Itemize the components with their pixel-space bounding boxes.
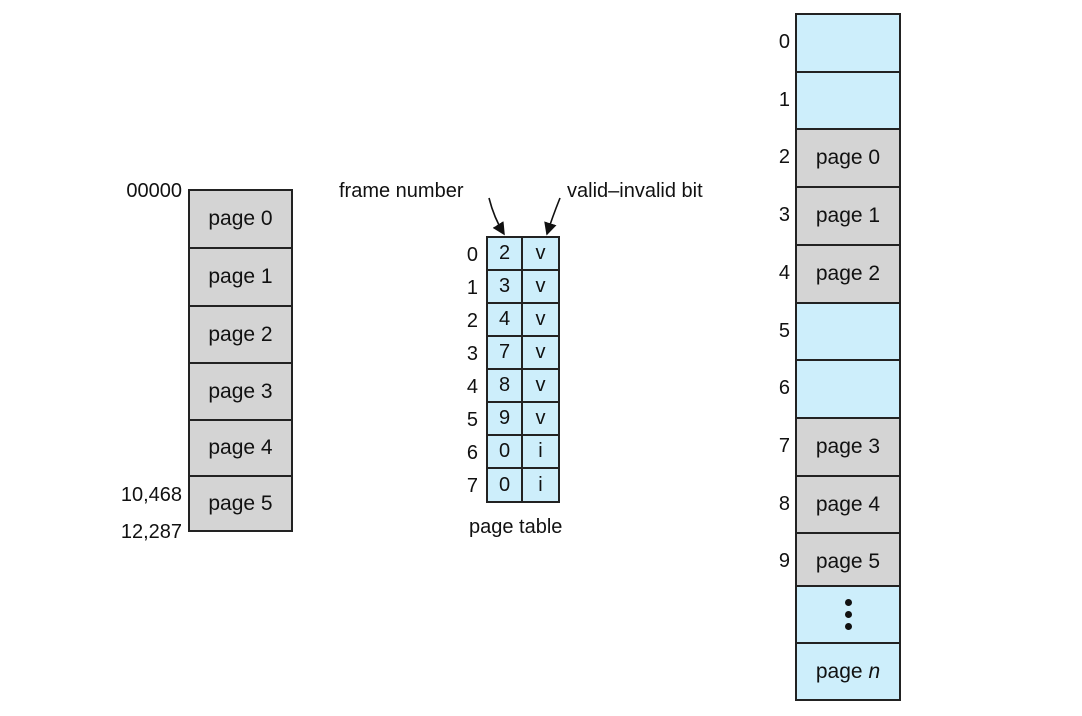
page-table-index: 6: [466, 442, 478, 464]
address-page5-label: 10,468: [120, 484, 182, 506]
page-table-bit: v: [521, 368, 560, 403]
logical-page-3: page 3: [188, 362, 293, 421]
physical-frame-8: page 4: [795, 475, 901, 535]
last-frame-label: page n: [815, 659, 881, 683]
page-table-index: 5: [466, 409, 478, 431]
page-table-frame: 7: [486, 335, 523, 370]
page-table-index: 3: [466, 343, 478, 365]
page-table-bit: i: [521, 434, 560, 469]
physical-frame-index: 9: [778, 550, 790, 572]
logical-page-4: page 4: [188, 419, 293, 477]
physical-frame-index: 1: [778, 89, 790, 111]
ellipsis-icon: [844, 599, 852, 630]
physical-frame-index: 4: [778, 262, 790, 284]
physical-frame-index: 8: [778, 493, 790, 515]
page-table-frame: 4: [486, 302, 523, 337]
physical-frame-9: page 5: [795, 532, 901, 592]
page-table-bit: v: [521, 302, 560, 337]
physical-frame-index: 7: [778, 435, 790, 457]
page-table-frame: 8: [486, 368, 523, 403]
page-table-bit: v: [521, 236, 560, 271]
physical-frame-1: [795, 71, 901, 131]
physical-frame-3: page 1: [795, 186, 901, 246]
page-table-bit: v: [521, 401, 560, 436]
physical-frame-last: page n: [795, 642, 901, 701]
address-end-label: 12,287: [120, 521, 182, 543]
page-table-index: 4: [466, 376, 478, 398]
physical-frame-label: page 4: [815, 493, 881, 516]
physical-frame-0: [795, 13, 901, 73]
page-table-index: 2: [466, 310, 478, 332]
physical-frame-index: 0: [778, 31, 790, 53]
physical-frame-index: 5: [778, 320, 790, 342]
logical-page-5: page 5: [188, 475, 293, 532]
frame-number-label: frame number: [339, 180, 464, 202]
page-table-index: 1: [466, 277, 478, 299]
physical-frame-index: 3: [778, 204, 790, 226]
address-start-label: 00000: [126, 180, 182, 202]
physical-frame-label: page 0: [815, 146, 881, 169]
page-table-index: 0: [466, 244, 478, 266]
valid-bit-arrow: [544, 197, 561, 236]
physical-frame-label: page 2: [815, 262, 881, 285]
physical-frame-label: page 5: [815, 550, 881, 573]
logical-page-1: page 1: [188, 247, 293, 307]
physical-frame-label: page 3: [815, 435, 881, 458]
page-table-caption: page table: [469, 516, 563, 538]
page-table-frame: 9: [486, 401, 523, 436]
physical-frame-4: page 2: [795, 244, 901, 304]
physical-frame-2: page 0: [795, 128, 901, 188]
physical-frame-5: [795, 302, 901, 362]
page-table-bit: i: [521, 467, 560, 503]
physical-frame-index: 6: [778, 377, 790, 399]
page-table-frame: 2: [486, 236, 523, 271]
page-table-frame: 0: [486, 467, 523, 503]
physical-frame-6: [795, 359, 901, 419]
page-table-bit: v: [521, 269, 560, 304]
page-table-index: 7: [466, 475, 478, 497]
frame-number-arrow: [488, 197, 505, 236]
valid-invalid-label: valid–invalid bit: [567, 180, 703, 202]
page-table-bit: v: [521, 335, 560, 370]
page-table-frame: 3: [486, 269, 523, 304]
page-table-frame: 0: [486, 434, 523, 469]
physical-frame-index: 2: [778, 146, 790, 168]
physical-frame-label: page 1: [815, 204, 881, 227]
logical-page-2: page 2: [188, 305, 293, 364]
physical-frame-7: page 3: [795, 417, 901, 477]
physical-frame-ellipsis: [795, 585, 901, 644]
logical-page-0: page 0: [188, 189, 293, 249]
